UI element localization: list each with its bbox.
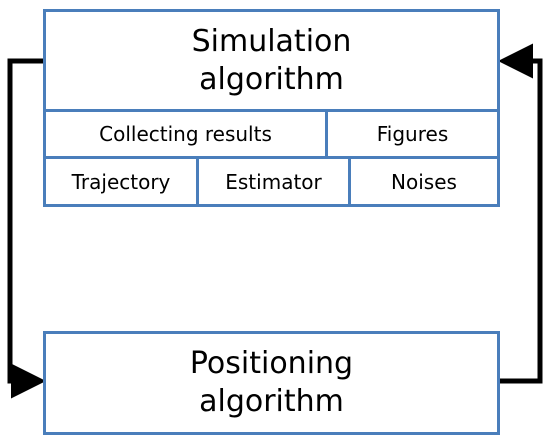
trajectory-label: Trajectory [71, 169, 171, 194]
arrow-simulation-to-positioning [7, 58, 46, 399]
trajectory-box: Trajectory [43, 156, 199, 207]
simulation-algorithm-box: Simulation algorithm [43, 9, 500, 112]
collecting-results-label: Collecting results [99, 122, 272, 146]
positioning-algorithm-box: Positioning algorithm [43, 331, 500, 435]
positioning-title-line1: Positioning [189, 346, 354, 381]
estimator-label: Estimator [225, 169, 322, 194]
simulation-title-line1: Simulation [191, 23, 352, 59]
arrow-positioning-to-simulation [498, 43, 543, 384]
positioning-title-line2: algorithm [199, 384, 344, 419]
estimator-box: Estimator [196, 156, 351, 207]
noises-label: Noises [391, 169, 457, 194]
figures-box: Figures [325, 109, 500, 159]
collecting-results-box: Collecting results [43, 109, 328, 159]
figures-label: Figures [376, 122, 449, 146]
noises-box: Noises [348, 156, 500, 207]
simulation-title-line2: algorithm [199, 61, 344, 97]
